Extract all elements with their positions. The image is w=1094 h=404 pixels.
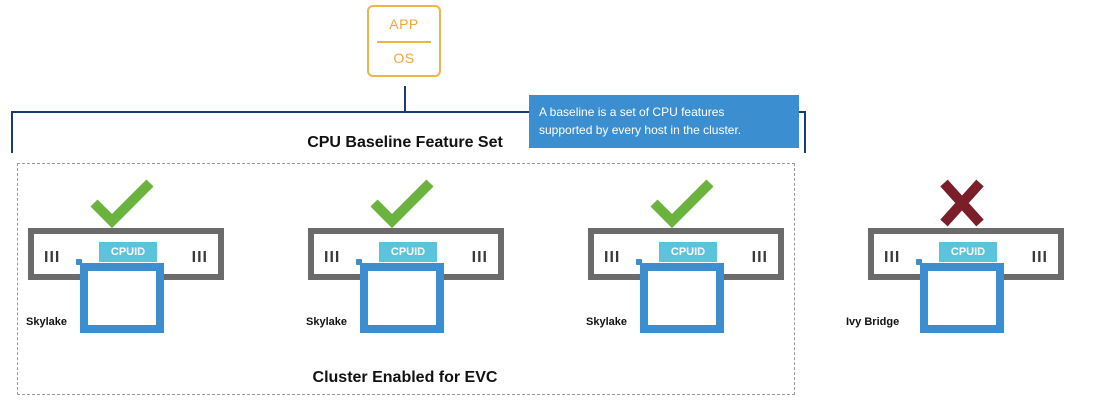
host-name: Ivy Bridge	[846, 316, 900, 328]
baseline-bracket-top	[11, 111, 806, 113]
host-ivy-bridge: III CPUID III Ivy Bridge	[846, 177, 1070, 337]
cpu-chip-icon	[916, 259, 1004, 333]
server-vent-right: III	[191, 249, 208, 266]
vm-divider	[377, 41, 431, 43]
server-rack: III CPUID III	[588, 228, 784, 280]
server-vent-right: III	[751, 249, 768, 266]
cpuid-badge: CPUID	[379, 242, 437, 262]
host-skylake-1: III CPUID III Skylake	[26, 177, 230, 337]
server-vent-left: III	[604, 249, 621, 266]
cluster-evc-label: Cluster Enabled for EVC	[312, 369, 498, 386]
baseline-tooltip: A baseline is a set of CPU features supp…	[529, 95, 799, 148]
host-skylake-2: III CPUID III Skylake	[306, 177, 510, 337]
baseline-feature-set-label: CPU Baseline Feature Set	[307, 134, 503, 151]
cpuid-badge: CPUID	[659, 242, 717, 262]
server-vent-right: III	[1031, 249, 1048, 266]
cpu-chip-icon	[636, 259, 724, 333]
server-vent-left: III	[884, 249, 901, 266]
server-vent-left: III	[324, 249, 341, 266]
vm-box: APP OS	[367, 5, 441, 77]
cross-icon	[940, 179, 984, 227]
app-label: APP	[389, 16, 419, 32]
checkmark-icon	[650, 179, 714, 229]
host-name: Skylake	[26, 316, 67, 328]
tooltip-line-1: A baseline is a set of CPU features	[539, 105, 725, 119]
tooltip-line-2: supported by every host in the cluster.	[539, 123, 742, 137]
host-name: Skylake	[306, 316, 347, 328]
baseline-bracket-right	[804, 111, 806, 153]
host-name: Skylake	[586, 316, 627, 328]
host-skylake-3: III CPUID III Skylake	[586, 177, 790, 337]
cpuid-badge: CPUID	[939, 242, 997, 262]
baseline-bracket-left	[11, 111, 13, 153]
evc-cluster-boundary	[17, 163, 795, 395]
os-label: OS	[393, 50, 415, 66]
cpu-chip-icon	[76, 259, 164, 333]
cpuid-badge: CPUID	[99, 242, 157, 262]
server-rack: III CPUID III	[28, 228, 224, 280]
server-vent-right: III	[471, 249, 488, 266]
checkmark-icon	[370, 179, 434, 229]
checkmark-icon	[90, 179, 154, 229]
vm-connector-line	[404, 86, 406, 112]
cpu-chip-icon	[356, 259, 444, 333]
server-vent-left: III	[44, 249, 61, 266]
